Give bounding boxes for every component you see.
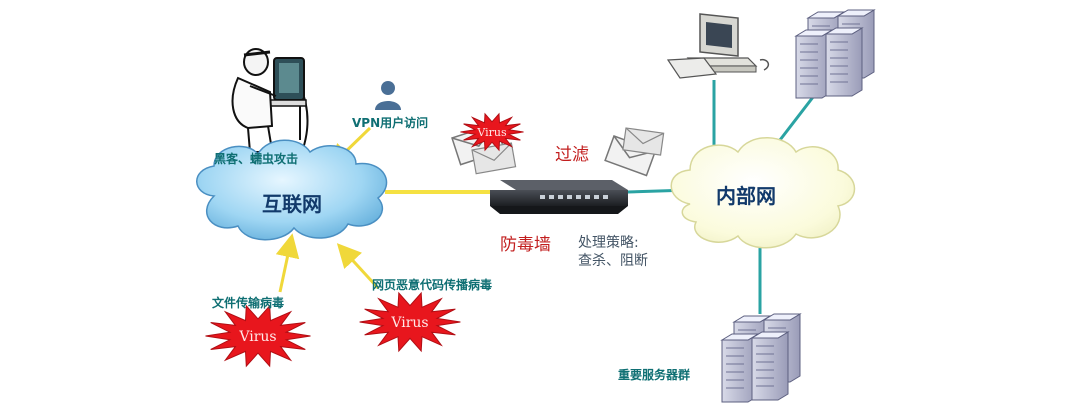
- intranet-label: 内部网: [716, 184, 776, 208]
- internet-label: 互联网: [262, 192, 322, 216]
- filter-label: 过滤: [555, 145, 589, 165]
- envelope-icon: [604, 127, 665, 177]
- servers-label: 重要服务器群: [618, 368, 691, 382]
- firewall-icon: [490, 180, 628, 214]
- virus-text: Virus: [238, 329, 276, 345]
- policy-actions: 查杀、阻断: [578, 253, 648, 269]
- internet-cloud: [196, 139, 388, 241]
- vpn-label: VPN用户访问: [352, 116, 429, 130]
- hacker-icon: [231, 48, 307, 153]
- desktop-pc-icon: [666, 13, 770, 79]
- hacker-label: 黑客、蠕虫攻击: [214, 152, 299, 166]
- server-rack-icon: [794, 9, 876, 99]
- virus-icon: Virus: [359, 291, 461, 353]
- intranet-cloud: [670, 137, 856, 249]
- virus-text: Virus: [476, 126, 507, 139]
- vpn-user-icon: [375, 81, 401, 110]
- virus-icon: Virus: [205, 304, 311, 368]
- file-virus-label: 文件传输病毒: [212, 296, 285, 310]
- policy-title: 处理策略:: [578, 235, 639, 251]
- virus-text: Virus: [390, 315, 428, 331]
- firewall-label: 防毒墙: [500, 235, 551, 255]
- server-rack-icon: [720, 313, 802, 403]
- virus-icon: Virus: [460, 112, 524, 152]
- web-virus-label: 网页恶意代码传播病毒: [372, 278, 493, 292]
